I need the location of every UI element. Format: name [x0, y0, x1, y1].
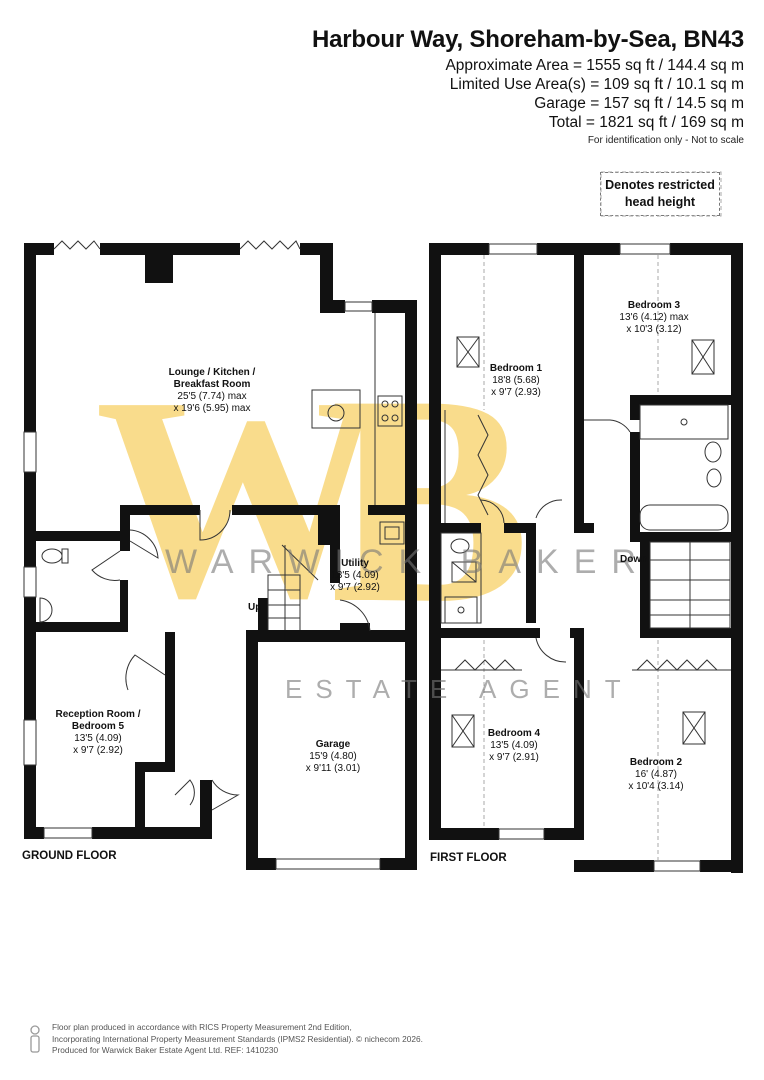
- limited-use-area: Limited Use Area(s) = 109 sq ft / 10.1 s…: [449, 76, 744, 93]
- room-bedroom-2: Bedroom 2 16' (4.87) x 10'4 (3.14): [628, 757, 683, 793]
- room-dim-2: x 9'7 (2.92): [330, 582, 380, 593]
- room-lounge: Lounge / Kitchen / Breakfast Room 25'5 (…: [169, 367, 256, 415]
- first-floor-label: FIRST FLOOR: [430, 852, 507, 864]
- room-name: Reception Room /: [55, 709, 141, 720]
- room-dim-1: 15'9 (4.80): [309, 751, 357, 762]
- room-dim-2: x 19'6 (5.95) max: [173, 403, 251, 414]
- ground-floor-label: GROUND FLOOR: [22, 850, 117, 862]
- room-name-2: Breakfast Room: [173, 379, 251, 390]
- room-bedroom-1: Bedroom 1 18'8 (5.68) x 9'7 (2.93): [490, 363, 542, 399]
- watermark-monogram: W B: [95, 333, 530, 665]
- room-dim-1: 18'8 (5.68): [492, 375, 540, 386]
- stairs-down-label: Down: [620, 554, 648, 565]
- room-dim-2: x 9'11 (3.01): [305, 763, 361, 774]
- first-floor-walls: [429, 243, 743, 873]
- room-name: Bedroom 2: [629, 757, 683, 768]
- room-name: Garage: [315, 739, 351, 750]
- total-area: Total = 1821 sq ft / 169 sq m: [548, 114, 744, 131]
- room-dim-1: 13'6 (4.12) max: [619, 312, 689, 323]
- legend-line-1: Denotes restricted: [605, 178, 715, 192]
- room-name: Utility: [341, 558, 369, 569]
- room-utility: Utility 13'5 (4.09) x 9'7 (2.92): [330, 558, 380, 594]
- footer-line-1: Floor plan produced in accordance with R…: [52, 1022, 352, 1032]
- room-garage: Garage 15'9 (4.80) x 9'11 (3.01): [306, 739, 361, 775]
- ground-floor-walls: [24, 243, 417, 870]
- first-floor-fixtures: [440, 171, 731, 872]
- watermark-word-estate-agent: ESTATE AGENT: [285, 674, 634, 704]
- room-name: Bedroom 1: [489, 363, 543, 374]
- room-name: Lounge / Kitchen /: [168, 367, 256, 378]
- room-bedroom-4: Bedroom 4 13'5 (4.09) x 9'7 (2.91): [488, 728, 540, 764]
- room-dim-2: x 10'4 (3.14): [628, 781, 684, 792]
- footer-line-3: Produced for Warwick Baker Estate Agent …: [52, 1045, 279, 1055]
- room-bedroom-3: Bedroom 3 13'6 (4.12) max x 10'3 (3.12): [619, 300, 688, 336]
- rics-info-icon: [30, 1025, 40, 1053]
- room-dim-1: 16' (4.87): [635, 769, 677, 780]
- room-dim-1: 25'5 (7.74) max: [177, 391, 247, 402]
- approximate-area: Approximate Area = 1555 sq ft / 144.4 sq…: [445, 57, 744, 74]
- room-dim-1: 13'5 (4.09): [490, 740, 538, 751]
- footer-credits: Floor plan produced in accordance with R…: [52, 1022, 423, 1057]
- scale-note: For identification only - Not to scale: [587, 135, 744, 146]
- watermark-word-warwick-baker: WARWICK BAKER: [165, 543, 651, 581]
- room-name: Bedroom 4: [487, 728, 541, 739]
- room-dim-1: 13'5 (4.09): [74, 733, 122, 744]
- room-dim-2: x 10'3 (3.12): [626, 324, 682, 335]
- room-dim-2: x 9'7 (2.93): [491, 387, 541, 398]
- property-address-title: Harbour Way, Shoreham-by-Sea, BN43: [312, 26, 744, 53]
- footer-line-2: Incorporating International Property Mea…: [52, 1033, 423, 1044]
- room-dim-2: x 9'7 (2.91): [489, 752, 539, 763]
- stairs-up-label: Up: [248, 602, 262, 613]
- legend-line-2: head height: [624, 195, 696, 209]
- room-dim-2: x 9'7 (2.92): [73, 745, 123, 756]
- room-dim-1: 13'5 (4.09): [331, 570, 379, 581]
- ground-floor-fixtures: [23, 240, 405, 870]
- garage-area: Garage = 157 sq ft / 14.5 sq m: [534, 95, 744, 112]
- room-name: Bedroom 3: [627, 300, 681, 311]
- room-name-2: Bedroom 5: [71, 721, 125, 732]
- room-reception: Reception Room / Bedroom 5 13'5 (4.09) x…: [55, 709, 140, 757]
